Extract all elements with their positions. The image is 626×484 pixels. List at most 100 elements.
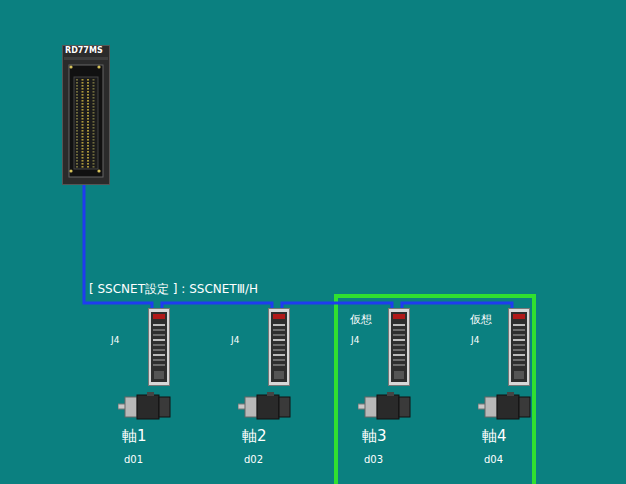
connector-pin (82, 151, 84, 153)
amplifier-front (151, 312, 167, 382)
connector-pin (82, 157, 84, 159)
connector-pin (82, 109, 84, 111)
connector-pin (87, 157, 89, 159)
controller-module: RD77MS (62, 45, 110, 185)
amplifier-case (269, 309, 290, 386)
connector-pin (87, 100, 89, 102)
connector-pin (93, 133, 95, 135)
connector-pin (76, 163, 78, 165)
virtual-tag: 仮想 (350, 314, 372, 326)
module-rib (64, 57, 108, 60)
screw-dot (97, 169, 100, 172)
connector-pin (93, 142, 95, 144)
terminal-stripe (393, 364, 405, 366)
connector-pin (82, 124, 84, 126)
connector-pin (82, 139, 84, 141)
connector-pin (93, 109, 95, 111)
terminal-stripe (153, 339, 165, 341)
connector-pin (87, 94, 89, 96)
terminal-stripe (273, 364, 285, 366)
connector-pin (76, 121, 78, 123)
connector-pin (76, 88, 78, 90)
network-setting-label: [ SSCNET設定 ] : SSCNETⅢ/H (89, 283, 258, 296)
status-display (273, 314, 285, 319)
connector-pin (82, 145, 84, 147)
screw-dot (97, 65, 100, 68)
connector-pin (82, 112, 84, 114)
connector-pin (76, 91, 78, 93)
servo-axis: 仮想J4軸3d03 (348, 308, 414, 468)
axis-name: 軸4 (482, 428, 507, 445)
connector-pin (76, 124, 78, 126)
connector-pin (82, 133, 84, 135)
connector-pin (93, 115, 95, 117)
connector-pin (87, 124, 89, 126)
connector-pin (87, 109, 89, 111)
connector-panel (69, 65, 103, 177)
terminal-stripe (153, 324, 165, 326)
status-display (393, 314, 405, 319)
station-number: d02 (244, 454, 263, 465)
terminal-stripe (273, 329, 285, 331)
servo-axis: J4軸2d02 (228, 308, 294, 468)
connector-block (514, 371, 524, 379)
connector-pin (76, 82, 78, 84)
connector-pin (87, 115, 89, 117)
terminal-stripe (153, 364, 165, 366)
terminal-stripe (273, 359, 285, 361)
connector-pin (87, 166, 89, 168)
terminal-stripe (153, 349, 165, 351)
connector-pin (76, 106, 78, 108)
connector-pin (76, 112, 78, 114)
motor-encoder (159, 397, 170, 417)
terminal-stripe (153, 344, 165, 346)
connector-pin (82, 142, 84, 144)
connector-pin (82, 127, 84, 129)
connector-pin (93, 166, 95, 168)
connector-pin (82, 85, 84, 87)
amplifier-front (271, 312, 287, 382)
connector-pin (82, 94, 84, 96)
terminal-stripe (513, 354, 525, 356)
terminal-stripe (153, 334, 165, 336)
connector-pin (87, 163, 89, 165)
terminal-stripe (153, 359, 165, 361)
connector-pin (93, 112, 95, 114)
connector-pin (82, 163, 84, 165)
connector-pin (82, 97, 84, 99)
connector-pin (76, 97, 78, 99)
connector-pin (76, 133, 78, 135)
motor-body (257, 395, 279, 419)
connector-pin (82, 166, 84, 168)
connector-pin (93, 97, 95, 99)
motor-encoder (399, 397, 410, 417)
controller-module-picture (62, 45, 110, 185)
motor-body (497, 395, 519, 419)
connector-pin (82, 148, 84, 150)
motor-encoder (279, 397, 290, 417)
connector-pin (76, 127, 78, 129)
motor-encoder (519, 397, 530, 417)
connector-pin (87, 121, 89, 123)
connector-pin (87, 127, 89, 129)
axis-name: 軸1 (122, 428, 147, 445)
connector-pin (76, 157, 78, 159)
station-number: d03 (364, 454, 383, 465)
connector-pin (93, 160, 95, 162)
connector-pin (93, 85, 95, 87)
amplifier-case (149, 309, 170, 386)
connector-pin (76, 154, 78, 156)
servo-motor-picture (238, 392, 292, 422)
terminal-stripe (513, 334, 525, 336)
connector-pin (82, 160, 84, 162)
sscnet-cable (402, 303, 512, 308)
connector-pin (76, 151, 78, 153)
motor-flange (245, 397, 257, 417)
connector-pin (87, 145, 89, 147)
connector-pin (87, 88, 89, 90)
connector-pin (76, 118, 78, 120)
servo-motor-picture (118, 392, 172, 422)
terminal-stripe (513, 324, 525, 326)
terminal-stripe (273, 324, 285, 326)
connector-pin (93, 163, 95, 165)
